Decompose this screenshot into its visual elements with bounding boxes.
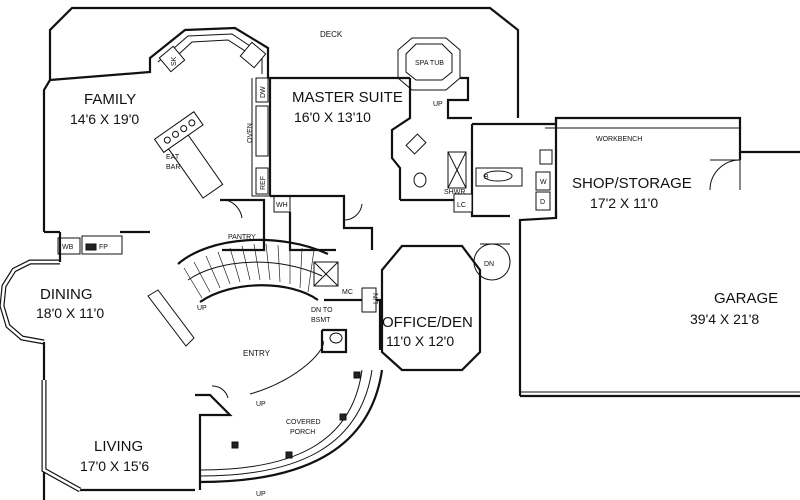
shop-garage <box>709 152 742 191</box>
kitchen-cabinets <box>157 33 272 197</box>
up-porch-label: UP <box>256 401 266 408</box>
up-spa-label: UP <box>433 101 443 108</box>
covered-porch <box>199 339 384 484</box>
dryer-icon <box>535 191 551 211</box>
toilet-bath-icon <box>413 172 427 188</box>
labels: DECK SPA TUB UP WORKBENCH FAMILY 14'6 X … <box>36 30 778 498</box>
cooktop-icon <box>239 41 267 69</box>
vanity-icon <box>405 133 427 155</box>
laundry-sink-icon <box>539 149 553 165</box>
up-front-label: UP <box>256 491 266 498</box>
lin-label: LIN <box>373 293 380 304</box>
family-walls <box>44 230 150 255</box>
shop-name: SHOP/STORAGE <box>572 175 692 192</box>
entry-office-walls <box>320 243 511 372</box>
tub-label: B <box>484 174 489 181</box>
washer-icon <box>535 171 551 191</box>
shwr-label: SHWR <box>444 189 465 196</box>
family-name: FAMILY <box>84 91 136 108</box>
sink-label: SK <box>171 56 178 66</box>
mc-label: MC <box>342 289 353 296</box>
dn-label: DN <box>484 261 494 268</box>
eat-bar-label-1: EAT <box>166 154 180 161</box>
living-walls <box>41 380 233 493</box>
dining-name: DINING <box>40 286 93 303</box>
spa-tub-label: SPA TUB <box>415 60 444 67</box>
workbench-label: WORKBENCH <box>596 136 642 143</box>
linen-closet-lc <box>453 193 473 213</box>
garage-dims: 39'4 X 21'8 <box>690 311 759 327</box>
refrigerator-icon <box>255 167 269 195</box>
ref-label: REF <box>260 176 267 190</box>
dishwasher-icon <box>255 77 269 103</box>
covered-porch-label-2: PORCH <box>290 429 315 436</box>
pantry-block <box>220 194 374 252</box>
master-name: MASTER SUITE <box>292 89 403 106</box>
deck-label: DECK <box>320 30 343 39</box>
exterior-walls <box>42 6 800 398</box>
linen-closet <box>361 287 377 313</box>
pantry-label: PANTRY <box>228 234 256 241</box>
covered-porch-label-1: COVERED <box>286 419 321 426</box>
wood-box <box>57 237 81 255</box>
curved-stair <box>177 238 339 303</box>
oven-icon <box>255 105 269 157</box>
office-dims: 11'0 X 12'0 <box>386 333 454 349</box>
dining-walls <box>0 232 195 500</box>
master-bath <box>400 124 553 218</box>
family-dims: 14'6 X 19'0 <box>70 111 139 127</box>
dryer-label: D <box>540 199 545 206</box>
dn-bsmt-label-2: BSMT <box>311 317 331 324</box>
living-dims: 17'0 X 15'6 <box>80 458 149 474</box>
dining-dims: 18'0 X 11'0 <box>36 305 104 321</box>
office-name: OFFICE/DEN <box>382 314 473 331</box>
eat-bar-label-2: BAR <box>166 164 180 171</box>
oven-label: OVEN <box>247 123 254 143</box>
entry-label: ENTRY <box>243 349 271 358</box>
living-name: LIVING <box>94 438 143 455</box>
sink-icon <box>158 45 186 73</box>
lc-label: LC <box>457 202 466 209</box>
master-dims: 16'0 X 13'10 <box>294 109 371 125</box>
shop-dims: 17'2 X 11'0 <box>590 195 658 211</box>
toilet-icon <box>329 332 343 344</box>
eat-bar-island <box>153 111 224 199</box>
dn-bsmt-label-1: DN TO <box>311 307 333 314</box>
dw-label: DW <box>260 86 267 98</box>
column-wall <box>147 289 195 347</box>
wb-label: WB <box>62 244 74 251</box>
garage-name: GARAGE <box>714 290 778 307</box>
fp-label: FP <box>99 244 108 251</box>
washer-label: W <box>540 179 547 186</box>
wh-label: WH <box>276 202 288 209</box>
up-stair-label: UP <box>197 305 207 312</box>
